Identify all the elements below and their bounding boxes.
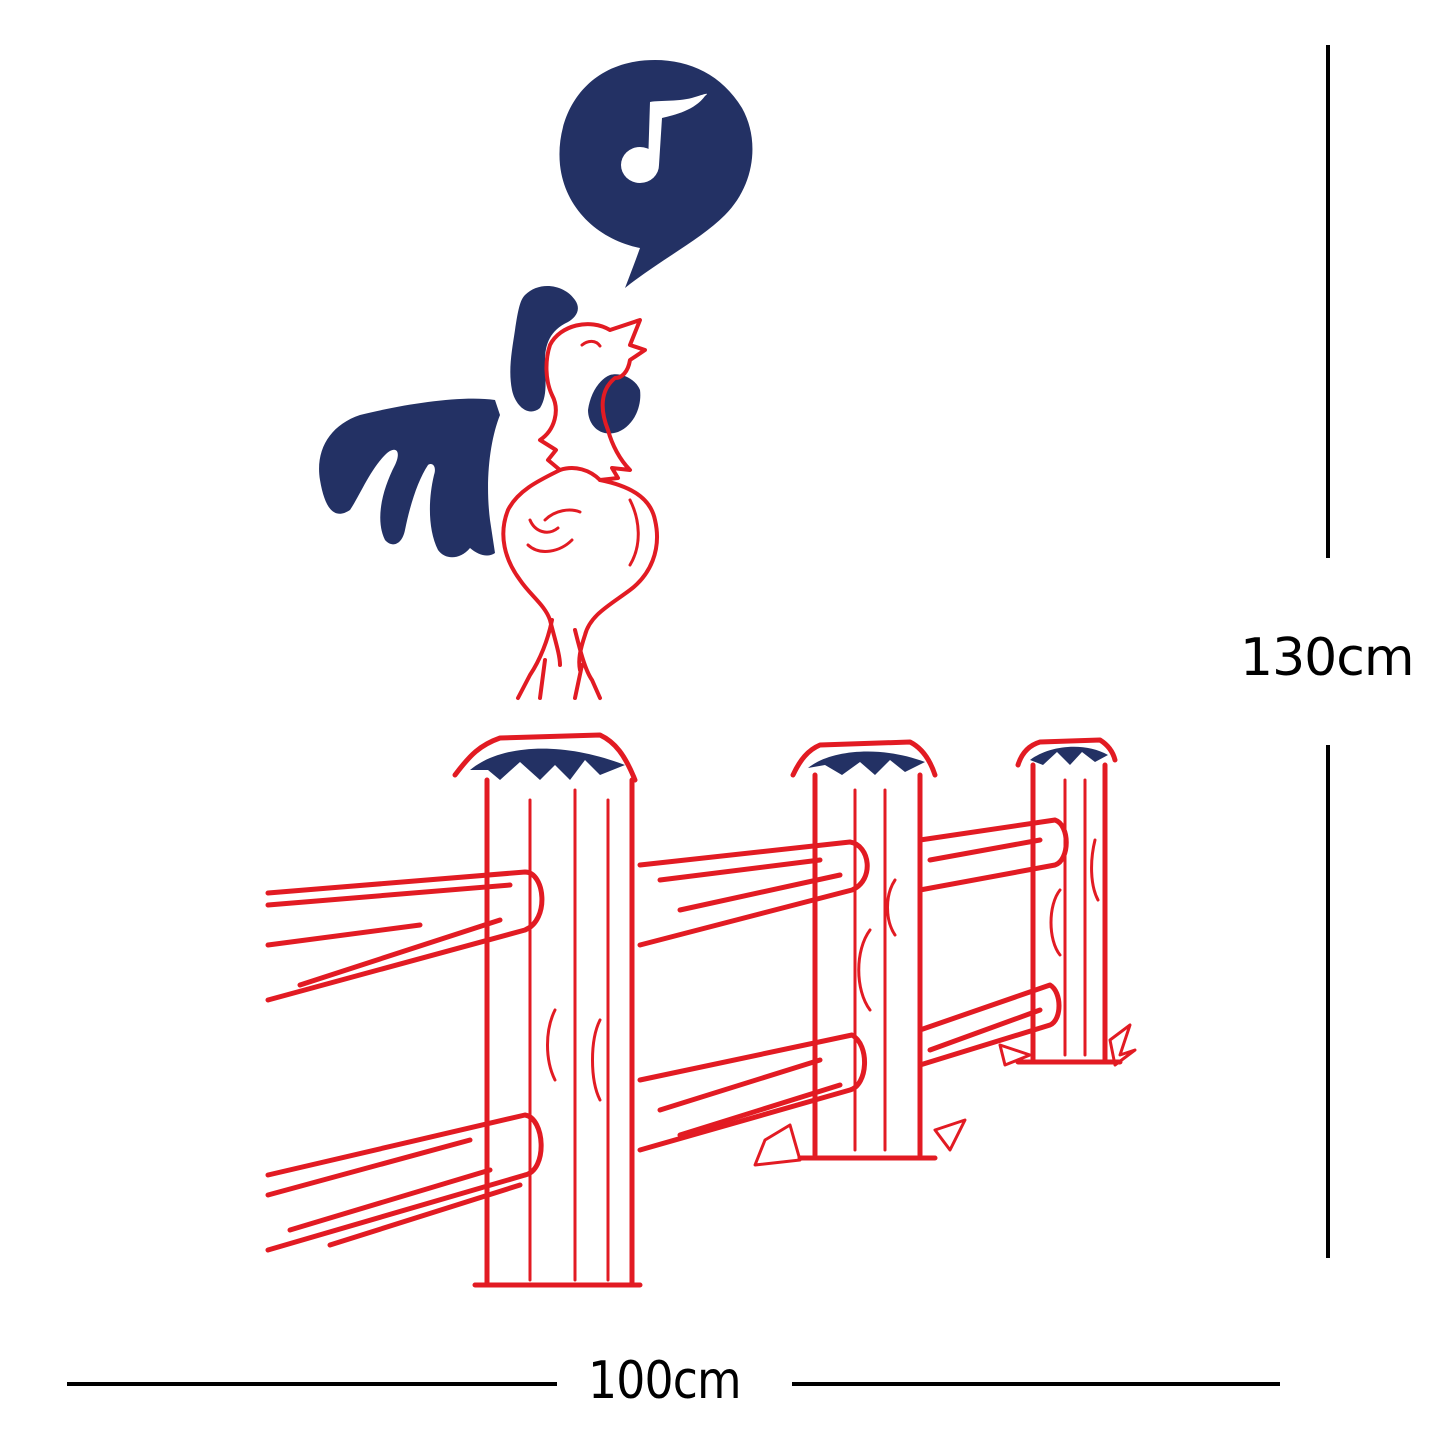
fence-post-2 [753, 739, 967, 1167]
speech-bubble [559, 60, 753, 288]
wooden-fence [265, 732, 1137, 1288]
width-dimension-label: 100cm [588, 1351, 742, 1411]
height-dimension-line-top [1326, 45, 1330, 558]
width-dimension-line-left [67, 1382, 557, 1386]
rooster-wattle [588, 374, 641, 434]
height-dimension-line-bottom [1326, 745, 1330, 1258]
music-note-icon [621, 93, 707, 183]
fence-post-1 [452, 732, 643, 1288]
fence-post-3 [998, 737, 1137, 1067]
width-dimension-line-right [792, 1382, 1280, 1386]
height-dimension-label: 130cm [1240, 628, 1414, 688]
rooster-comb [510, 285, 578, 412]
rooster [319, 285, 660, 700]
rooster-tail [319, 398, 500, 558]
